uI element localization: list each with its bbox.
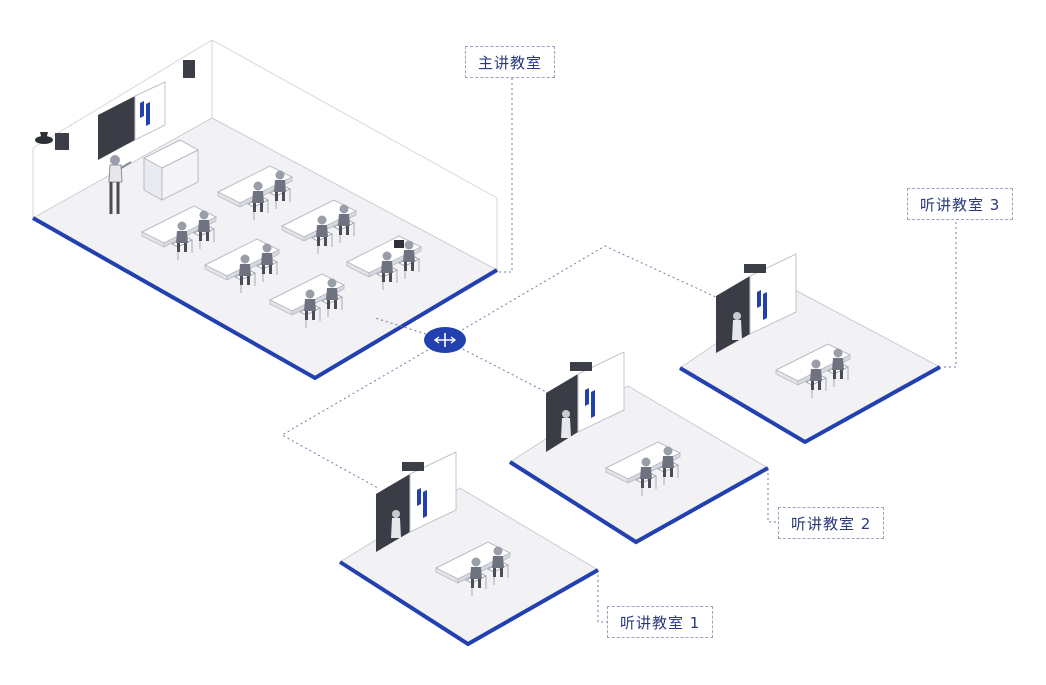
network-hub-icon xyxy=(424,327,466,353)
network-connectors xyxy=(280,78,957,623)
listen-room-3 xyxy=(678,253,942,445)
label-main-classroom: 主讲教室 xyxy=(465,46,556,78)
label-listen-room-1: 听讲教室 1 xyxy=(607,606,714,638)
label-listen-room-2: 听讲教室 2 xyxy=(778,507,885,539)
listen-room-2 xyxy=(508,351,770,545)
main-classroom xyxy=(31,39,499,381)
listen-room-1 xyxy=(338,451,599,647)
label-listen-room-3: 听讲教室 3 xyxy=(907,188,1014,220)
